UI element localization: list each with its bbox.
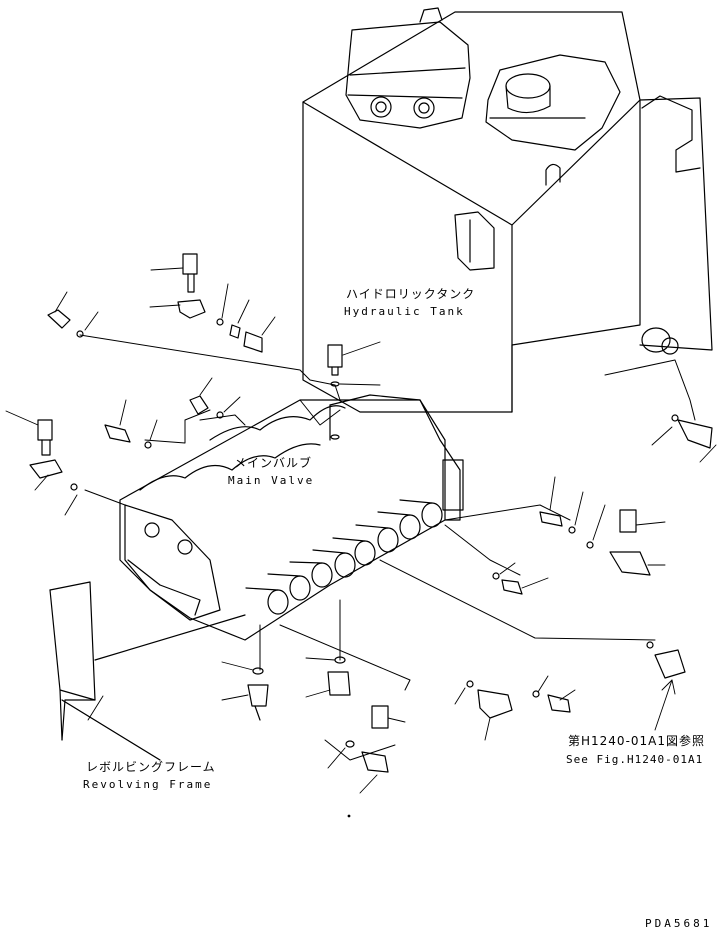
drawing-code: PDA5681: [645, 917, 713, 930]
main-valve: [119, 394, 464, 641]
tee-fitting: [177, 299, 206, 319]
filler-cap: [485, 54, 621, 151]
main-valve-label-en: Main Valve: [228, 474, 315, 487]
breather-cap: [345, 7, 471, 129]
hydraulic-tank-label-en: Hydraulic Tank: [344, 305, 465, 318]
revolving-frame-label-jp: レボルビングフレーム: [86, 760, 216, 774]
hydraulic-tank: [302, 7, 713, 413]
check-valve: [327, 344, 343, 368]
leader-lines: [5, 267, 717, 794]
fittings: [29, 253, 713, 773]
main-valve-label-jp: メインバルブ: [234, 456, 313, 470]
valve-spools: [245, 499, 443, 615]
hydraulic-tank-label-jp: ハイドロリックタンク: [346, 287, 476, 301]
revolving-frame-label-en: Revolving Frame: [83, 778, 213, 791]
see-fig-label-jp: 第H1240-01A1図参照: [568, 734, 706, 748]
revolving-frame: [49, 581, 246, 761]
elbow-fitting: [182, 253, 198, 275]
see-fig-label-en: See Fig.H1240-01A1: [566, 753, 704, 766]
routing-lines: [79, 334, 696, 761]
